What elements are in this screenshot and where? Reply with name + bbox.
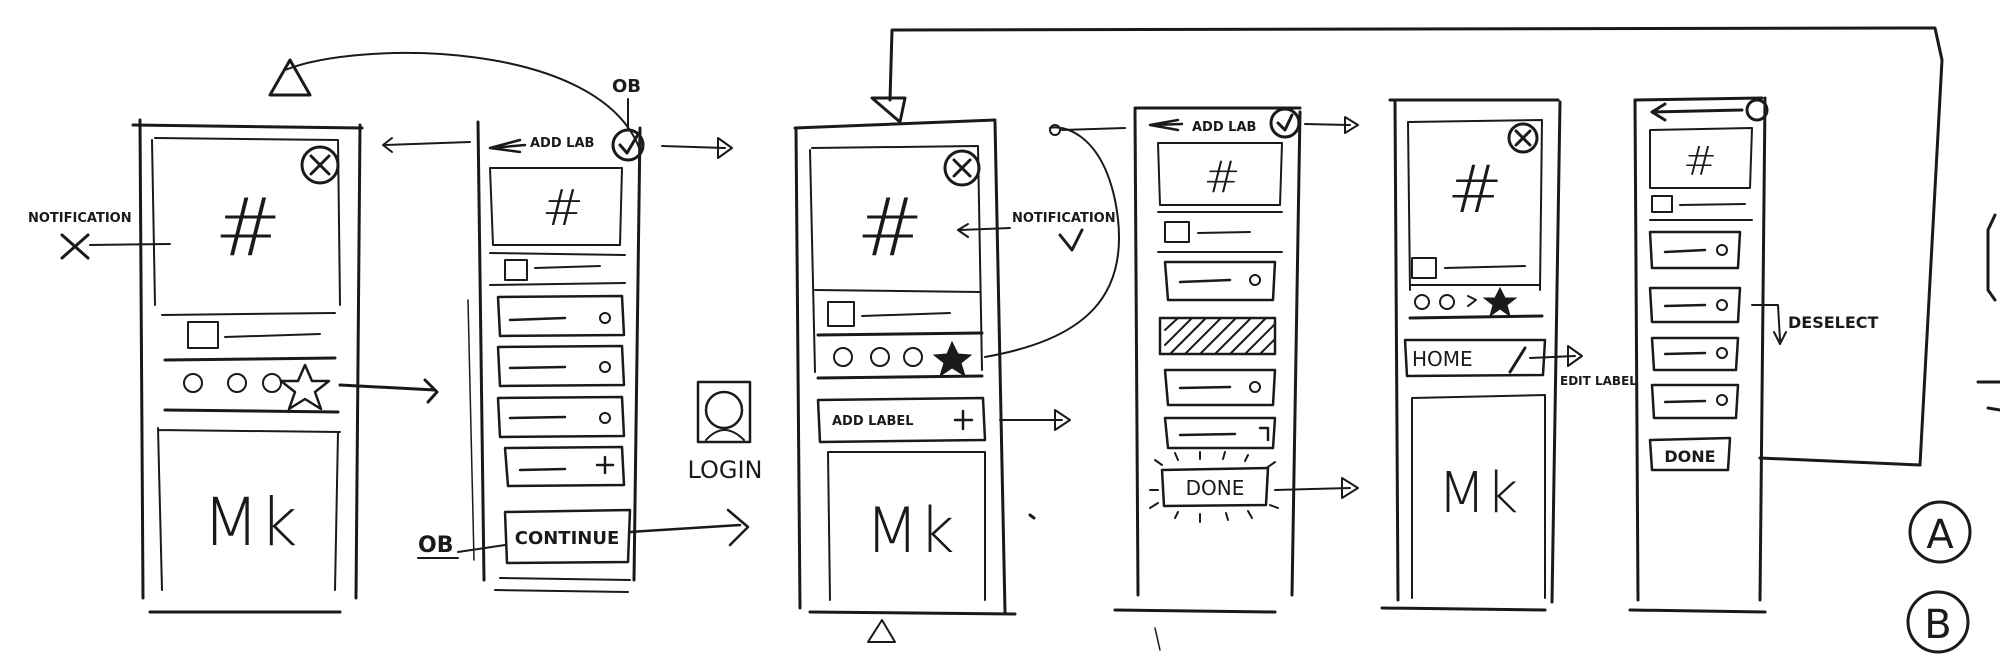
screen-6: # DONE	[1628, 96, 1769, 614]
done-label-2: DONE	[1664, 447, 1715, 466]
check-icon-4[interactable]	[1269, 107, 1301, 139]
home-label-row[interactable]: HOME	[1412, 347, 1473, 371]
add-label-row[interactable]: ADD LABEL	[832, 414, 914, 429]
ob-label-bottom: OB	[418, 533, 453, 558]
star-filled-icon-5[interactable]	[1482, 286, 1518, 318]
screen-4: ADD LAB # DONE	[1113, 106, 1359, 651]
done-button-2[interactable]: DONE	[1648, 436, 1732, 472]
login-avatar	[696, 380, 752, 444]
x-mark	[60, 233, 90, 260]
deselect-bracket	[1751, 304, 1787, 345]
hash-placeholder-3: #	[856, 181, 923, 274]
continue-button[interactable]: CONTINUE	[515, 528, 620, 549]
option-b-label: B	[1924, 602, 1951, 648]
login-label: LOGIN	[687, 456, 762, 484]
screen-3: # ADD LABEL Mk	[793, 118, 1017, 643]
notification-x-label: NOTIFICATION	[28, 211, 132, 226]
star-icon[interactable]	[279, 363, 331, 411]
back-arrow-icon[interactable]	[488, 138, 527, 154]
arrow-from-check	[661, 137, 733, 159]
check-icon-6[interactable]	[1745, 98, 1769, 122]
top-loop-line	[888, 26, 1944, 467]
loop-star-to-screen-4	[984, 126, 1121, 358]
arrow-to-screen-2	[338, 378, 439, 404]
mk-logo-2: Mk	[1438, 461, 1519, 526]
label-row-list	[496, 294, 626, 488]
image-icon-2	[504, 259, 528, 281]
done-label-1: DONE	[1186, 476, 1245, 500]
up-arrow-below	[867, 619, 896, 643]
close-icon-3[interactable]	[943, 149, 981, 187]
dot-1[interactable]	[183, 373, 203, 393]
top-connector-arc	[284, 51, 641, 151]
screen-1: # Mk	[131, 118, 364, 614]
option-a-label: A	[1926, 512, 1954, 558]
star-filled-icon[interactable]	[932, 340, 973, 378]
deselect-annotation: DESELECT	[1788, 313, 1879, 332]
mk-logo-1: Mk	[202, 484, 297, 561]
arrowhead-down-screen3	[870, 96, 907, 124]
hash-placeholder: #	[214, 181, 281, 274]
close-icon[interactable]	[300, 145, 340, 185]
image-icon	[187, 321, 219, 349]
ob-label-top: OB	[612, 76, 641, 97]
dot-3[interactable]	[262, 373, 282, 393]
option-b-circle[interactable]	[1906, 590, 1970, 654]
screen-5: # HOME Mk	[1380, 98, 1583, 612]
hash-placeholder-5: #	[1447, 151, 1502, 228]
selected-hatched-row[interactable]	[1158, 316, 1277, 356]
close-icon-5[interactable]	[1507, 122, 1539, 154]
add-lab-title-1: ADD LAB	[530, 136, 594, 151]
done-button-1[interactable]: DONE	[1149, 451, 1279, 523]
edit-label-annotation: EDIT LABEL	[1560, 374, 1637, 388]
mk-logo-3: Mk	[865, 494, 954, 567]
dot-2[interactable]	[227, 373, 247, 393]
option-a-circle[interactable]	[1908, 500, 1972, 564]
arrow-add-label	[999, 409, 1071, 431]
screen-2: ADD LAB # CONTINUE	[382, 120, 733, 593]
arrow-back-to-screen-1	[382, 137, 471, 153]
edit-pencil-icon[interactable]	[1508, 346, 1527, 374]
hash-placeholder-2: #	[542, 179, 584, 237]
arrow-continue	[628, 508, 750, 547]
arrowhead-left-top	[268, 58, 312, 97]
hash-placeholder-6: #	[1683, 139, 1717, 185]
hash-placeholder-4: #	[1204, 152, 1241, 203]
notification-check-label: NOTIFICATION	[1012, 211, 1116, 226]
add-lab-title-2: ADD LAB	[1192, 120, 1256, 135]
image-icon-3	[827, 301, 855, 327]
check-icon[interactable]	[611, 128, 645, 162]
